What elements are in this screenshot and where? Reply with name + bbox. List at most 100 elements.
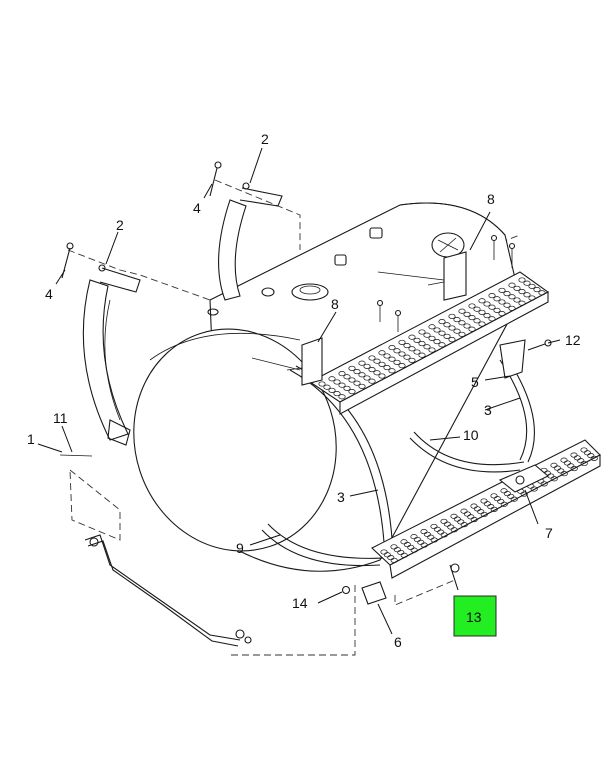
perforation-hole <box>518 277 526 283</box>
callout-7: 7 <box>545 525 553 541</box>
callout-12: 12 <box>565 332 581 348</box>
perforation-hole <box>463 323 471 329</box>
perforation-hole <box>348 365 356 371</box>
perforation-hole <box>343 385 351 391</box>
callout-3-lower: 3 <box>337 489 345 505</box>
perforation-hole <box>368 378 376 384</box>
perforation-hole <box>498 287 506 293</box>
perforation-hole <box>498 311 506 317</box>
perforation-hole <box>518 300 526 306</box>
step-brackets <box>286 251 467 386</box>
perforation-hole <box>468 303 476 309</box>
perforation-hole <box>353 380 361 386</box>
perforation-hole <box>428 347 436 353</box>
perforation-hole <box>343 374 351 380</box>
perforation-hole <box>398 351 406 357</box>
perforation-hole <box>443 322 451 328</box>
perforation-hole <box>570 466 578 472</box>
perforation-hole <box>473 306 481 312</box>
perforation-hole <box>318 381 326 387</box>
perforation-hole <box>488 293 496 299</box>
perforation-hole <box>488 316 496 322</box>
perforation-hole <box>418 341 426 347</box>
perforation-hole <box>348 377 356 383</box>
perforation-hole <box>478 321 486 327</box>
perforation-hole <box>533 287 541 293</box>
callout-6: 6 <box>394 634 402 650</box>
perforation-hole <box>423 332 431 338</box>
highlight-box-13 <box>453 595 497 637</box>
perforation-hole <box>518 289 526 295</box>
perforation-hole <box>418 352 426 358</box>
perforation-hole <box>480 511 488 518</box>
perforation-hole <box>388 356 396 362</box>
callout-2-left: 2 <box>116 217 124 233</box>
perforation-hole <box>328 387 336 393</box>
perforation-hole <box>538 290 546 296</box>
perforation-hole <box>470 517 478 523</box>
perforation-hole <box>368 367 376 373</box>
callout-2-upper: 2 <box>261 131 269 147</box>
perforation-hole <box>503 302 511 308</box>
perforation-hole <box>338 394 346 400</box>
assembly-guide-lines <box>67 179 521 656</box>
perforation-hole <box>398 363 406 369</box>
callout-14: 14 <box>292 595 308 611</box>
callout-8-lower: 8 <box>331 296 339 312</box>
perforation-hole <box>418 329 426 335</box>
perforation-hole <box>328 376 336 382</box>
perforation-hole <box>348 389 356 395</box>
perforation-hole <box>590 455 598 461</box>
perforation-hole <box>448 337 456 343</box>
perforation-hole <box>540 481 548 487</box>
perforation-hole <box>408 334 416 340</box>
perforation-hole <box>443 333 451 339</box>
perforation-hole <box>388 345 396 351</box>
perforation-hole <box>508 294 516 300</box>
callout-labels: 1 2 2 3 3 4 4 5 6 7 8 8 9 10 11 12 13 14 <box>27 131 581 650</box>
callout-11: 11 <box>53 410 68 426</box>
leader-lines <box>37 147 561 635</box>
perforation-hole <box>550 476 558 482</box>
perforation-hole <box>503 291 511 297</box>
perforation-hole <box>488 304 496 310</box>
perforation-hole <box>453 317 461 323</box>
perforation-hole <box>468 326 476 332</box>
perforation-hole <box>400 552 408 558</box>
upper-step-perforations <box>318 277 546 400</box>
perforation-hole <box>438 330 446 336</box>
perforation-hole <box>378 361 386 367</box>
perforation-hole <box>483 301 491 307</box>
perforation-hole <box>388 368 396 374</box>
perforation-hole <box>468 315 476 321</box>
perforation-hole <box>523 292 531 298</box>
tank-end-cap <box>133 328 337 552</box>
perforation-hole <box>510 496 518 502</box>
callout-9: 9 <box>236 540 244 556</box>
perforation-hole <box>378 373 386 379</box>
perforation-hole <box>408 357 416 363</box>
perforation-hole <box>478 298 486 304</box>
perforation-hole <box>430 537 438 543</box>
perforation-hole <box>490 506 498 512</box>
perforation-hole <box>323 384 331 390</box>
callout-3-upper: 3 <box>484 402 492 418</box>
perforation-hole <box>363 375 371 381</box>
perforation-hole <box>473 318 481 324</box>
perforation-hole <box>363 363 371 369</box>
callout-1: 1 <box>27 431 35 447</box>
hardware <box>59 161 552 647</box>
perforation-hole <box>450 527 458 533</box>
perforation-hole <box>398 339 406 345</box>
perforation-hole <box>410 547 418 553</box>
perforation-hole <box>493 296 501 302</box>
perforation-hole <box>463 311 471 317</box>
perforation-hole <box>333 391 341 397</box>
perforation-hole <box>368 355 376 361</box>
perforation-hole <box>440 532 448 538</box>
perforation-hole <box>358 360 366 366</box>
perforation-hole <box>513 297 521 303</box>
perforation-hole <box>498 299 506 305</box>
perforation-hole <box>438 342 446 348</box>
